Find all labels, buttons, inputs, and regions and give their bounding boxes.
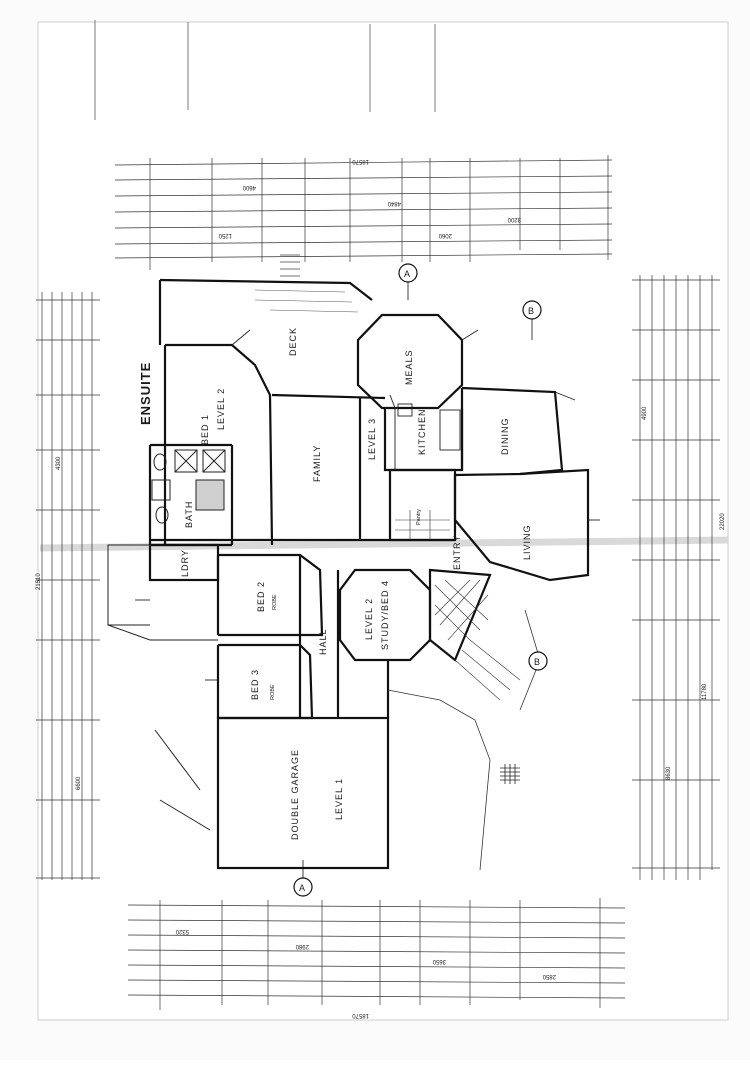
- label-bed-1-level: LEVEL 2: [216, 388, 226, 430]
- section-marker-b-top: B: [522, 300, 542, 320]
- label-deck: DECK: [288, 327, 298, 356]
- label-living: LIVING: [522, 524, 532, 560]
- dim-right-a: 4900: [642, 406, 648, 420]
- ensuite-fixtures: [151, 449, 226, 524]
- dim-right-c: 11780: [702, 683, 708, 700]
- window-marks: [135, 329, 600, 681]
- svg-text:A: A: [404, 269, 411, 279]
- dim-top-c: 3200: [507, 216, 521, 222]
- bottom-dimension-lines: [127, 898, 626, 1010]
- kitchen-fixtures: [389, 394, 461, 470]
- dim-bottom-a: 5320: [175, 928, 189, 934]
- label-ldry: LDRY: [180, 549, 190, 577]
- label-dining: DINING: [500, 418, 510, 456]
- note-bed-3-robe: ROBE: [270, 684, 276, 700]
- landscape-hatch: [500, 764, 520, 784]
- label-bed-3: BED 3: [250, 669, 260, 700]
- label-entry: ENTRY: [452, 535, 462, 570]
- top-dimension-lines: [114, 155, 613, 270]
- stairs: [280, 254, 521, 701]
- side-structures: [107, 544, 218, 831]
- label-kitchen: KITCHEN: [417, 408, 427, 455]
- label-pantry: Pantry: [416, 509, 422, 525]
- dim-left-b: 6600: [76, 776, 82, 790]
- paper-edge: [37, 21, 729, 1021]
- dim-left-overall: 21510: [36, 573, 42, 590]
- label-family: FAMILY: [312, 445, 322, 482]
- label-bath: BATH: [184, 501, 194, 528]
- right-dimension-lines: [632, 275, 720, 880]
- top-margin-ticks: [94, 20, 436, 120]
- label-family-level: LEVEL 3: [367, 418, 377, 460]
- section-marker-a-bottom: A: [293, 877, 313, 897]
- section-marker-a-top: A: [398, 263, 418, 283]
- left-dimension-lines: [36, 292, 100, 880]
- label-bed-1: BED 1: [200, 414, 210, 445]
- svg-text:B: B: [534, 657, 541, 667]
- section-marker-b-bottom: B: [528, 651, 548, 671]
- dim-right-b: 8630: [666, 766, 672, 780]
- deck-boards: [254, 289, 359, 313]
- building-walls: [148, 278, 590, 870]
- dim-right-overall: 22020: [720, 513, 726, 530]
- dim-bottom-overall: 18570: [352, 1012, 369, 1018]
- label-hall: HALL: [318, 628, 328, 655]
- dim-top-e: 2060: [438, 232, 452, 238]
- dim-top-overall: 18570: [352, 158, 369, 164]
- svg-text:A: A: [299, 883, 306, 893]
- svg-text:B: B: [528, 306, 535, 316]
- label-bed-2: BED 2: [256, 581, 266, 612]
- dim-bottom-b: 2980: [295, 943, 309, 949]
- dim-bottom-c: 3650: [432, 958, 446, 964]
- fold-crease: [39, 536, 729, 552]
- dim-bottom-d: 2850: [542, 973, 556, 979]
- dim-top-b: 4840: [387, 200, 401, 206]
- note-bed-2-robe: ROBE: [272, 594, 278, 610]
- dim-top-d: 1250: [218, 232, 232, 238]
- label-ensuite: ENSUITE: [138, 362, 153, 425]
- label-double-garage: DOUBLE GARAGE: [290, 749, 300, 840]
- label-study-level: LEVEL 2: [364, 598, 374, 640]
- entry-tiles: [395, 510, 489, 641]
- dim-left-a: 4300: [56, 456, 62, 470]
- dim-top-a: 4600: [242, 184, 256, 190]
- label-garage-level: LEVEL 1: [334, 778, 344, 820]
- label-study-bed-4: STUDY/BED 4: [380, 580, 390, 650]
- label-meals: MEALS: [404, 349, 414, 385]
